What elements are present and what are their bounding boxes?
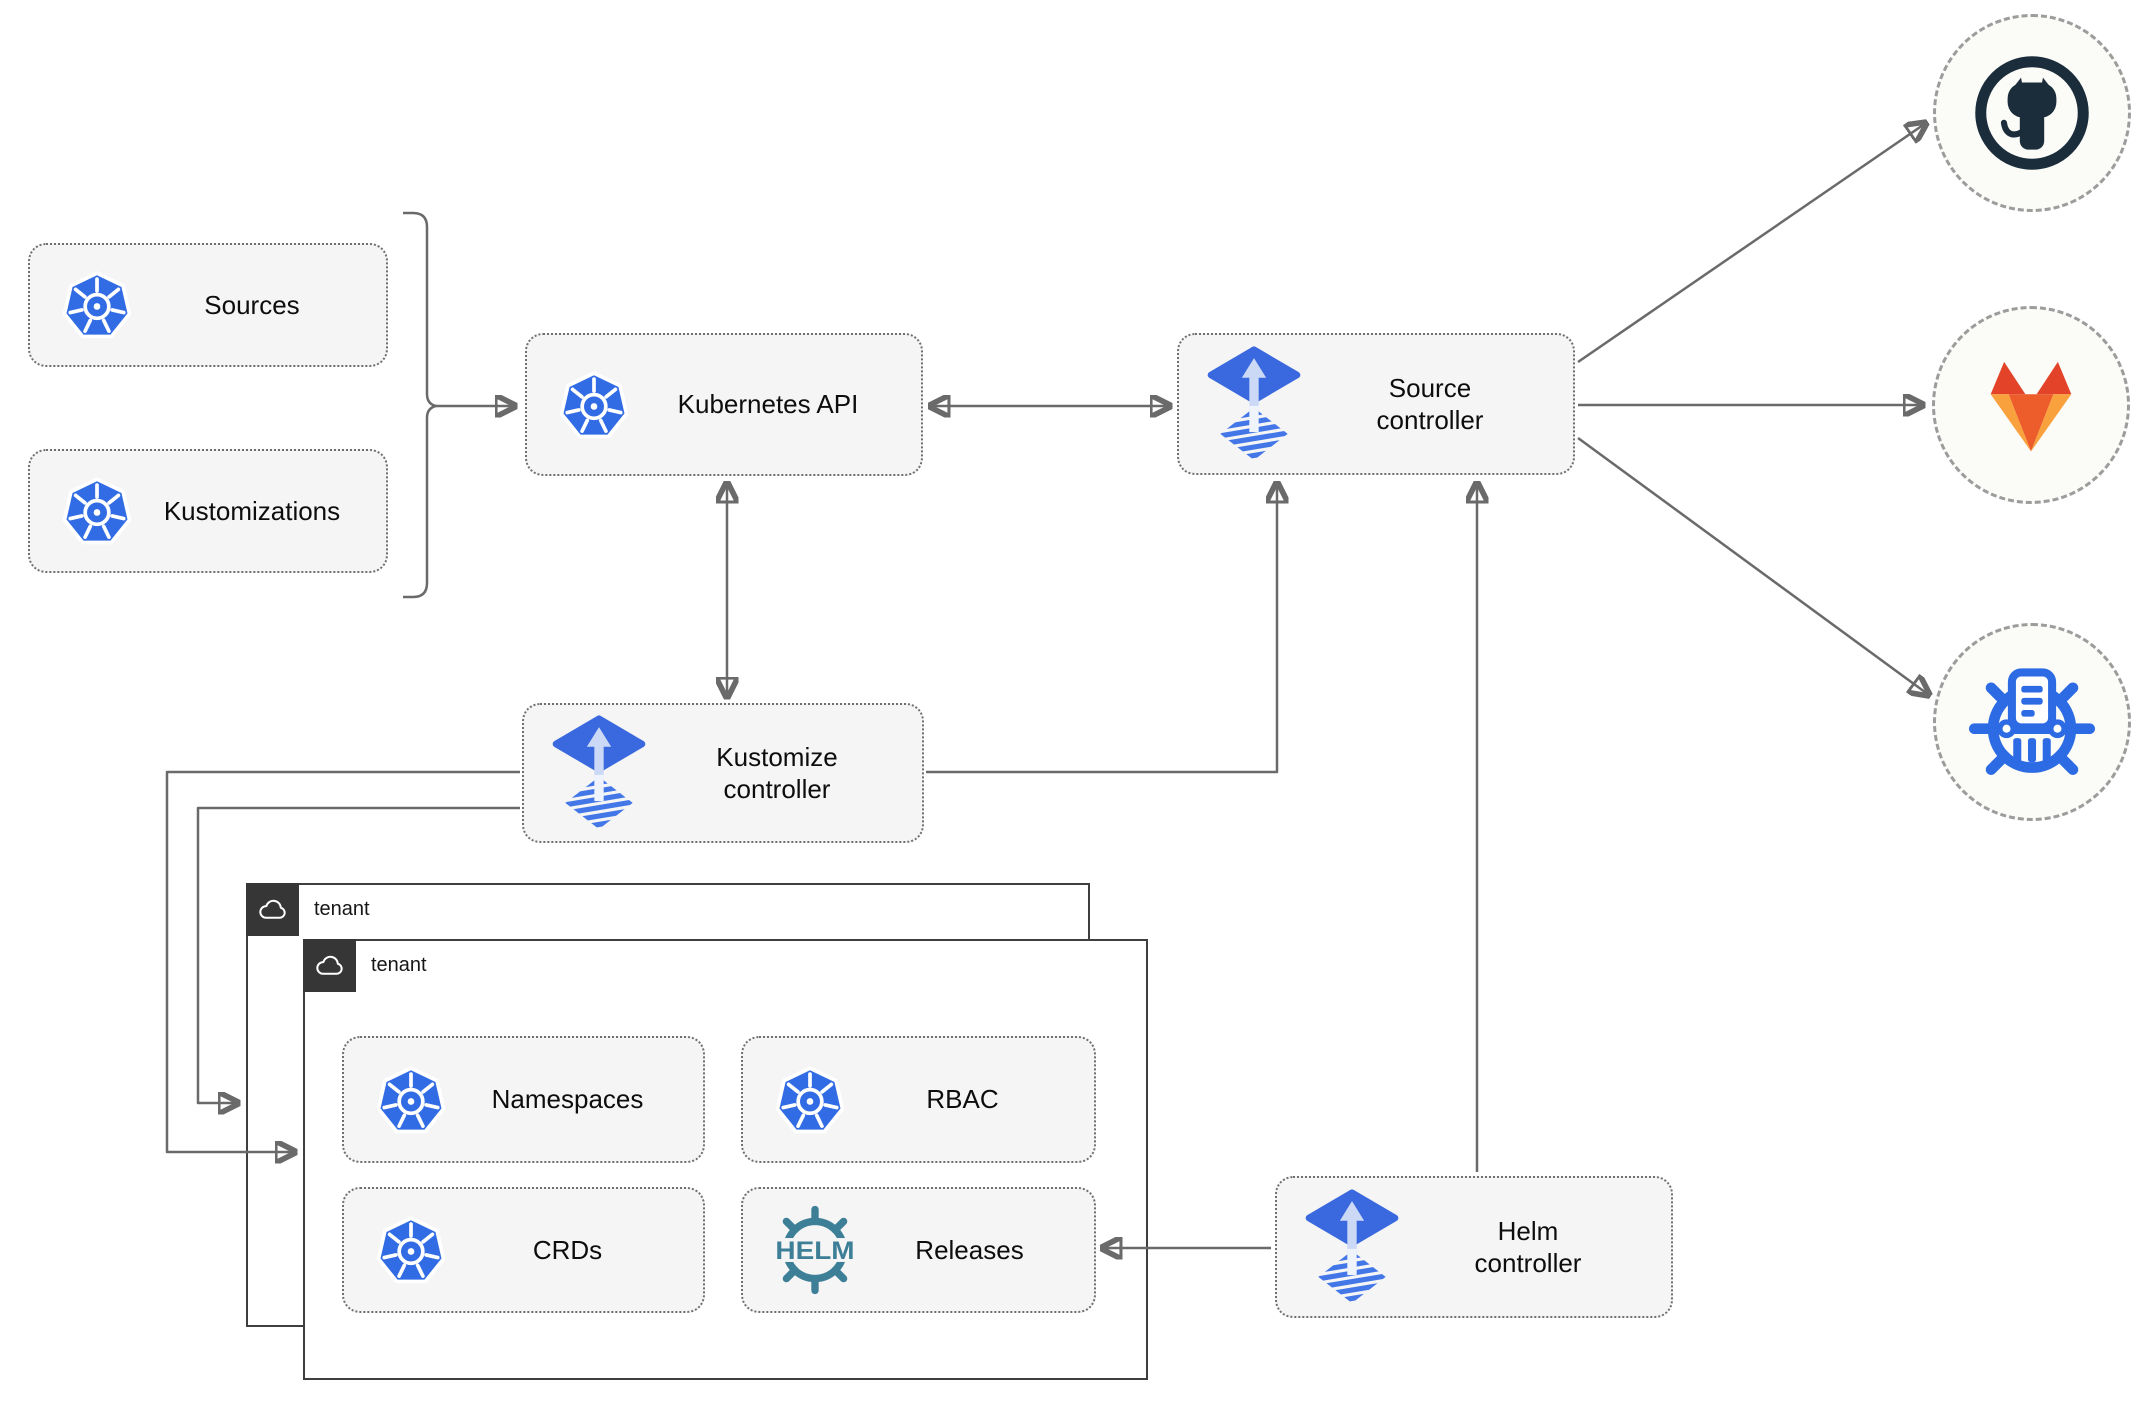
tenant-box-front: tenant Namespaces RBAC CRDs Releases: [303, 939, 1148, 1380]
node-label: RBAC: [926, 1084, 999, 1115]
kubernetes-icon: [60, 268, 134, 342]
helm-icon: [769, 1204, 861, 1296]
tenant-label: tenant: [314, 898, 370, 920]
node-label: Namespaces: [491, 1084, 644, 1115]
node-label: Kustomizations: [163, 495, 341, 526]
sources-node: Sources: [28, 243, 388, 367]
flux-icon: [550, 715, 648, 831]
kubernetes-icon: [773, 1063, 847, 1137]
node-label: Source controller: [1376, 372, 1484, 436]
kubernetes-icon: [60, 474, 134, 548]
node-label: CRDs: [532, 1234, 603, 1265]
node-label: Kubernetes API: [677, 389, 859, 420]
cloud-icon: [256, 893, 290, 927]
flux-icon: [1303, 1189, 1401, 1305]
kubernetes-api-node: Kubernetes API: [525, 333, 923, 476]
chartmuseum-icon: [1965, 655, 2099, 789]
gitlab-icon: [1975, 355, 2087, 456]
helm-controller-node: Helm controller: [1275, 1176, 1673, 1318]
kubernetes-icon: [374, 1063, 448, 1137]
edge-source-to-github: [1577, 123, 1926, 364]
edge-source-to-chart-repository: [1577, 436, 1929, 695]
flux-icon: [1205, 346, 1303, 462]
kustomizations-node: Kustomizations: [28, 449, 388, 573]
releases-node: Releases: [741, 1187, 1096, 1313]
crds-node: CRDs: [342, 1187, 705, 1313]
gitlab-endpoint: [1932, 306, 2130, 504]
node-label: Kustomize controller: [716, 741, 838, 805]
node-label: Helm controller: [1474, 1215, 1582, 1279]
tenant-label: tenant: [371, 954, 427, 976]
namespaces-node: Namespaces: [342, 1036, 705, 1163]
chart-repository-endpoint: [1933, 623, 2131, 821]
github-icon: [1971, 52, 2093, 174]
rbac-node: RBAC: [741, 1036, 1096, 1163]
github-endpoint: [1933, 14, 2131, 212]
kubernetes-icon: [557, 368, 631, 442]
source-controller-node: Source controller: [1177, 333, 1575, 475]
node-label: Releases: [915, 1234, 1024, 1265]
node-label: Sources: [204, 289, 300, 320]
tenant-tab: [246, 883, 299, 936]
tenant-tab: [303, 939, 356, 992]
kustomize-controller-node: Kustomize controller: [522, 703, 924, 843]
cloud-icon: [313, 949, 347, 983]
edge-kustomize-to-source: [926, 483, 1277, 774]
edge-bracket: [403, 211, 438, 599]
kubernetes-icon: [374, 1213, 448, 1287]
